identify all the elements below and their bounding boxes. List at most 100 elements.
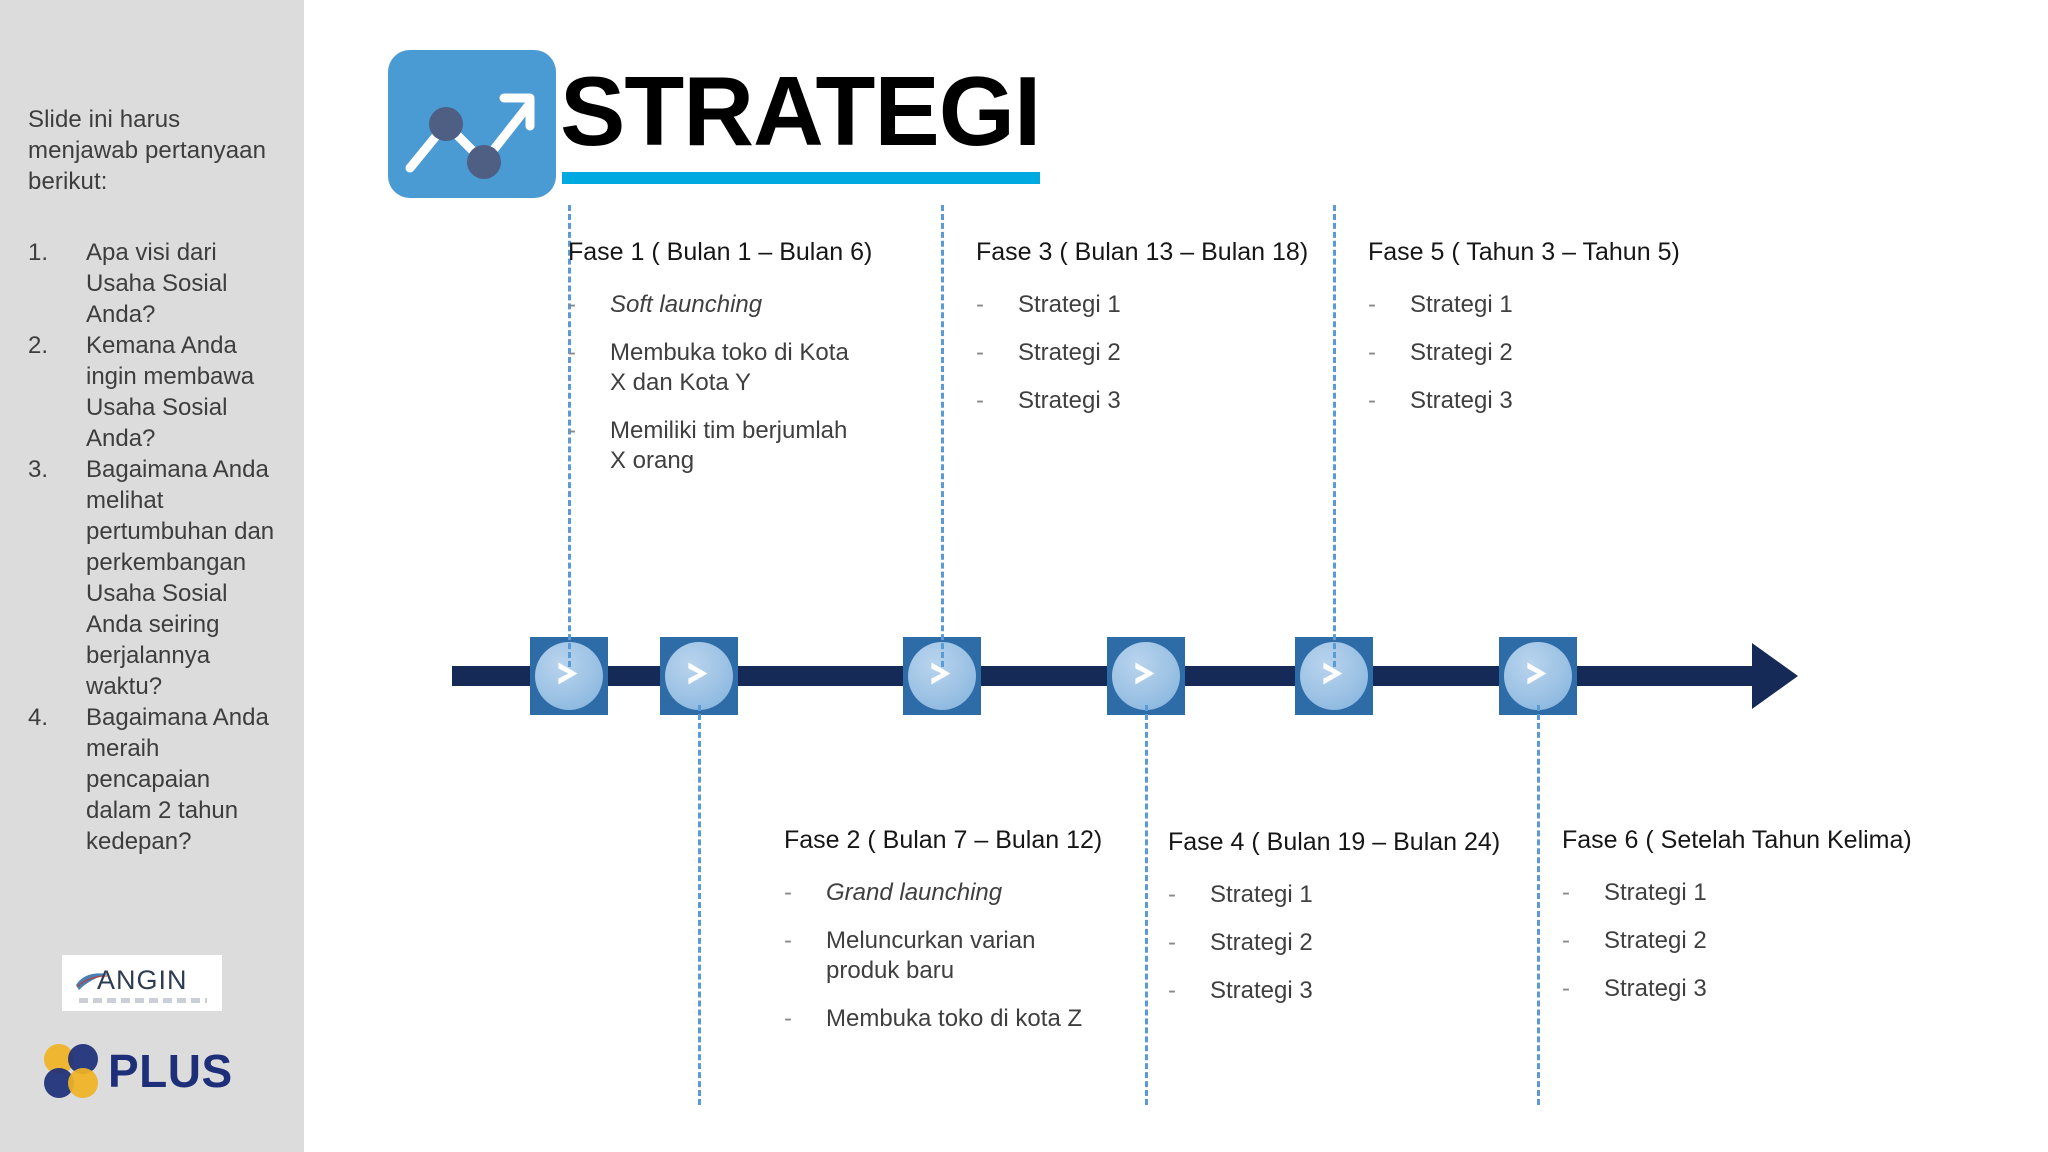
bullet-dash: - [568, 291, 576, 318]
sidebar-question-list: 1. Apa visi dari Usaha Sosial Anda?2.Kema… [28, 237, 276, 857]
bullet-dash: - [976, 387, 984, 414]
bullet-dash: - [1368, 339, 1376, 366]
angin-swoosh-icon [76, 973, 108, 990]
phase-item: - Strategi 1 [1368, 290, 1680, 320]
timeline-marker-2[interactable] [660, 637, 738, 715]
phase-item: - Meluncurkan varian produk baru [784, 926, 1084, 986]
question-text: Bagaimana Anda melihat pertumbuhan dan p… [86, 456, 275, 700]
phase-item-text: Meluncurkan varian produk baru [826, 927, 1036, 984]
phase-item-list: - Strategi 1 -Strategi 2 - Strategi 3 [1168, 880, 1500, 1006]
phase-block-fase-4: Fase 4 ( Bulan 19 – Bulan 24) - Strategi 1… [1168, 826, 1500, 1024]
connector-line-6 [1537, 705, 1540, 1105]
bullet-dash: - [784, 1005, 792, 1032]
plus-logo: PLUS [44, 1042, 244, 1100]
angin-wordmark: ANGIN [97, 965, 188, 995]
timeline-marker-6[interactable] [1499, 637, 1577, 715]
connector-line-5 [1333, 205, 1336, 667]
growth-chart-icon [388, 50, 556, 198]
sidebar-question-item: 2.Kemana Anda ingin membawa Usaha Sosial… [28, 330, 276, 454]
phase-item-text: Grand launching [826, 879, 1003, 906]
phase-item: - Membuka toko di Kota X dan Kota Y [568, 338, 868, 398]
phase-item: - Strategi 3 [1368, 386, 1680, 416]
plus-wordmark: PLUS [108, 1045, 233, 1097]
connector-line-1 [568, 205, 571, 667]
chevron-right-icon [1516, 654, 1556, 699]
chevron-right-icon [547, 654, 587, 699]
phase-title: Fase 6 ( Setelah Tahun Kelima) [1562, 826, 1912, 854]
question-number: 1. [28, 239, 49, 266]
phase-item-text: Strategi 3 [1210, 977, 1313, 1004]
phase-item-list: - Soft launching - Membuka toko di Kota X d… [568, 290, 868, 476]
phase-item-text: Strategi 1 [1210, 881, 1313, 908]
phase-item-text: Strategi 2 [1210, 929, 1313, 956]
bullet-dash: - [568, 417, 576, 444]
bullet-dash: - [1368, 291, 1376, 318]
phase-item: - Strategi 3 [976, 386, 1308, 416]
sidebar-question-item: 3. Bagaimana Anda melihat pertumbuhan dan… [28, 454, 276, 702]
phase-item-list: - Strategi 1 -Strategi 2 - Strategi 3 [1562, 878, 1912, 1004]
phase-item-text: Membuka toko di Kota X dan Kota Y [610, 339, 849, 396]
phase-item: -Strategi 2 [1168, 928, 1500, 958]
phase-item-text: Strategi 1 [1410, 291, 1513, 318]
bullet-dash: - [976, 339, 984, 366]
page-title: STRATEGI [560, 56, 1041, 166]
phase-item: - Strategi 1 [1168, 880, 1500, 910]
question-text: Apa visi dari Usaha Sosial Anda? [86, 239, 228, 328]
phase-title: Fase 5 ( Tahun 3 – Tahun 5) [1368, 238, 1680, 266]
phase-item: - Strategi 2 [976, 338, 1308, 368]
phase-title: Fase 4 ( Bulan 19 – Bulan 24) [1168, 828, 1501, 856]
bullet-dash: - [1168, 977, 1176, 1004]
phase-item: -Strategi 2 [1368, 338, 1680, 368]
question-number: 2. [28, 332, 49, 359]
bullet-dash: - [1562, 975, 1570, 1002]
phase-item: - Memiliki tim berjumlah X orang [568, 416, 868, 476]
angin-logo: ANGIN [62, 955, 222, 1011]
phase-item: - Membuka toko di kota Z [784, 1004, 1084, 1034]
phase-item: - Strategi 1 [1562, 878, 1912, 908]
phase-block-fase-5: Fase 5 ( Tahun 3 – Tahun 5)-Strategi 1-S… [1368, 236, 1680, 434]
phase-item-text: Strategi 3 [1604, 975, 1707, 1002]
phase-item: - Strategi 3 [1168, 976, 1500, 1006]
connector-line-4 [1145, 705, 1148, 1105]
phase-block-fase-1: Fase 1 ( Bulan 1 – Bulan 6) - Soft launchi… [568, 236, 873, 494]
phase-item-text: Strategi 1 [1604, 879, 1707, 906]
phase-title: Fase 1 ( Bulan 1 – Bulan 6) [568, 238, 873, 266]
phase-item-text: Strategi 2 [1604, 927, 1707, 954]
phase-item-text: Strategi 3 [1410, 387, 1513, 414]
phase-item-list: -Grand launching-Meluncurkan varian prod… [784, 878, 1084, 1034]
question-number: 3. [28, 456, 49, 483]
phase-item-text: Strategi 3 [1018, 387, 1121, 414]
phase-item-text: Soft launching [610, 291, 763, 318]
bullet-dash: - [568, 339, 576, 366]
phase-title: Fase 2 ( Bulan 7 – Bulan 12) [784, 826, 1103, 854]
bullet-dash: - [1168, 881, 1176, 908]
phase-item-text: Strategi 1 [1018, 291, 1121, 318]
phase-item-text: Strategi 2 [1018, 339, 1121, 366]
phase-item: -Strategi 2 [1562, 926, 1912, 956]
plus-mark-icon [44, 1044, 98, 1098]
phase-item: - Soft launching [568, 290, 868, 320]
sidebar-question-item: 4. Bagaimana Anda meraih pencapaian dalam… [28, 702, 276, 857]
sidebar-question-item: 1. Apa visi dari Usaha Sosial Anda? [28, 237, 276, 330]
bullet-dash: - [784, 927, 792, 954]
chevron-right-icon [1124, 654, 1164, 699]
chevron-right-icon [1312, 654, 1352, 699]
timeline-marker-4[interactable] [1107, 637, 1185, 715]
phase-title: Fase 3 ( Bulan 13 – Bulan 18) [976, 238, 1309, 266]
phase-block-fase-2: Fase 2 ( Bulan 7 – Bulan 12)-Grand launc… [784, 824, 1103, 1052]
bullet-dash: - [1368, 387, 1376, 414]
timeline-arrowhead-icon [1752, 643, 1798, 709]
sidebar: Slide ini harus menjawab pertanyaan beri… [0, 0, 304, 1152]
question-number: 4. [28, 704, 49, 731]
phase-item-text: Memiliki tim berjumlah X orang [610, 417, 848, 474]
phase-item-text: Membuka toko di kota Z [826, 1005, 1083, 1032]
question-text: Bagaimana Anda meraih pencapaian dalam 2… [86, 704, 269, 855]
bullet-dash: - [1562, 879, 1570, 906]
bullet-dash: - [976, 291, 984, 318]
phase-item-list: - Strategi 1 - Strategi 2 - Strategi 3 [976, 290, 1308, 416]
title-underline [562, 172, 1040, 184]
phase-item: -Grand launching [784, 878, 1084, 908]
phase-item-list: -Strategi 1-Strategi 2-Strategi 3 [1368, 290, 1680, 416]
phase-item: - Strategi 3 [1562, 974, 1912, 1004]
